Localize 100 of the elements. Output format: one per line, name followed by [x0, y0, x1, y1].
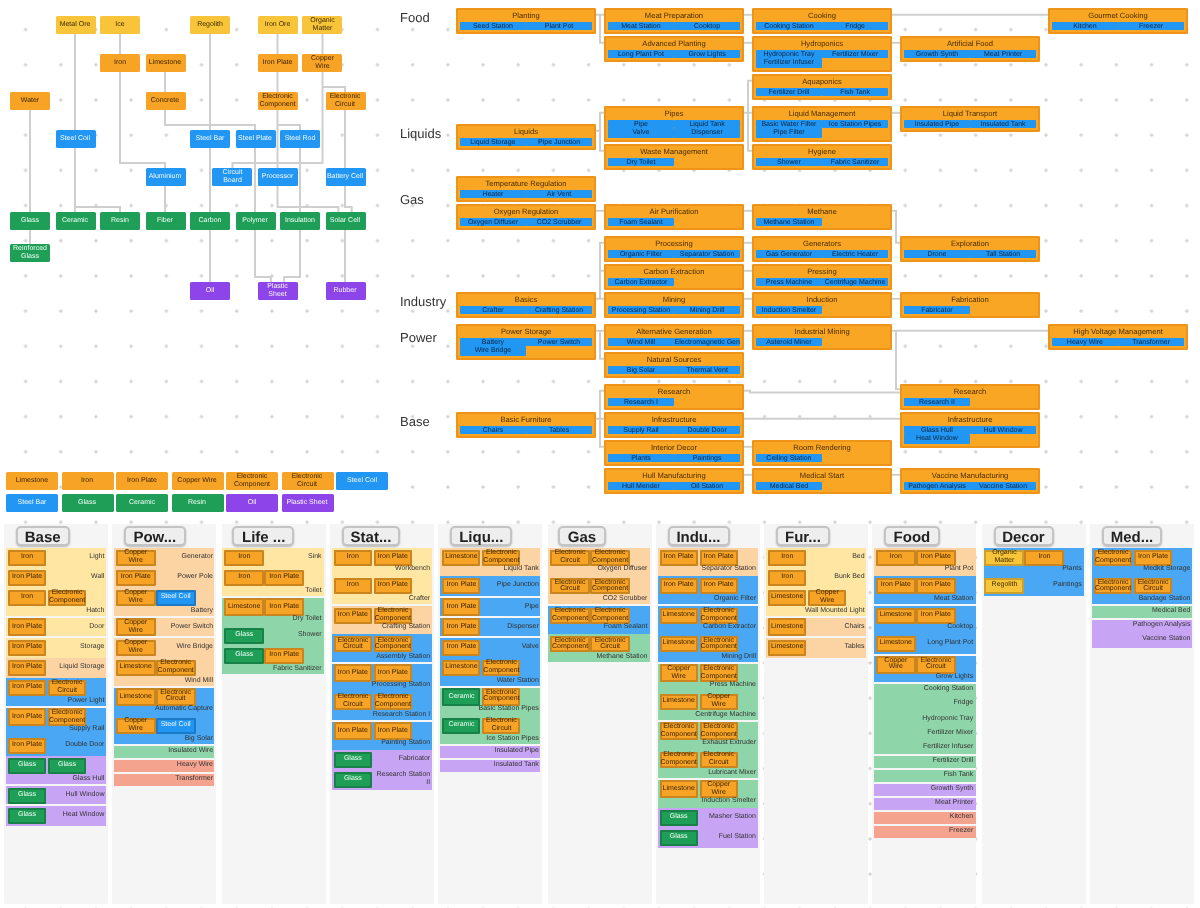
connector-line	[119, 33, 121, 55]
tech-card	[752, 468, 892, 494]
item-row	[765, 637, 867, 658]
item-row	[114, 716, 215, 744]
tech-card	[752, 36, 892, 72]
connector-line	[743, 417, 901, 420]
tech-card	[752, 292, 892, 318]
tech-card	[900, 36, 1040, 62]
tech-card	[900, 468, 1040, 494]
item-row	[874, 684, 975, 698]
item-row	[114, 588, 215, 617]
tech-card	[604, 384, 744, 410]
item-row	[440, 687, 541, 715]
item-row	[765, 588, 867, 617]
category-panel	[872, 524, 977, 904]
connector-line	[743, 241, 753, 244]
item-row	[331, 692, 432, 721]
category-panel	[981, 524, 1086, 904]
connector-line	[209, 229, 211, 283]
item-row	[222, 548, 324, 568]
connector-line	[743, 297, 753, 300]
tech-card	[752, 264, 892, 290]
connector-line	[276, 33, 279, 55]
connector-line	[29, 109, 31, 213]
tech-card	[456, 412, 596, 438]
item-row	[331, 721, 432, 750]
item-row	[874, 740, 975, 754]
connector-line	[743, 269, 753, 272]
tech-card	[604, 36, 744, 62]
tech-card	[752, 74, 892, 100]
connector-line	[743, 79, 753, 152]
connector-line	[344, 185, 353, 213]
item-row	[1091, 634, 1193, 648]
item-row	[657, 605, 758, 634]
tech-card	[604, 144, 744, 170]
tech-card	[456, 176, 596, 202]
category-panel	[764, 524, 869, 904]
item-row	[657, 779, 758, 808]
item-row	[5, 785, 107, 805]
connector-line	[164, 71, 166, 93]
connector-line	[164, 185, 166, 213]
connector-line	[74, 33, 76, 131]
item-row	[874, 655, 975, 683]
item-row	[5, 617, 107, 637]
tech-card	[752, 144, 892, 170]
tech-card	[604, 106, 744, 142]
item-row	[5, 568, 107, 588]
connector-line	[595, 13, 605, 44]
item-row	[222, 626, 324, 646]
category-panel	[4, 524, 108, 904]
item-row	[331, 750, 432, 770]
tech-card	[900, 106, 1040, 132]
tech-card	[604, 468, 744, 494]
item-row	[657, 721, 758, 750]
tech-card	[604, 440, 744, 466]
item-row	[765, 548, 867, 568]
tech-card	[456, 124, 596, 150]
connector-line	[891, 13, 1049, 16]
item-row	[874, 769, 975, 783]
connector-line	[276, 71, 279, 93]
connector-line	[891, 297, 901, 300]
item-row	[440, 617, 541, 637]
item-row	[331, 548, 432, 576]
item-row	[5, 678, 107, 707]
item-row	[874, 825, 975, 839]
item-row	[222, 568, 324, 597]
connector-line	[891, 209, 901, 244]
item-row	[5, 588, 107, 617]
tech-card	[604, 292, 744, 318]
connector-line	[743, 41, 753, 44]
item-row	[331, 634, 432, 663]
tech-card	[456, 8, 596, 34]
connector-line	[743, 473, 753, 476]
connector-line	[29, 229, 31, 245]
item-row	[548, 548, 650, 576]
item-row	[5, 658, 107, 678]
tech-card	[1048, 8, 1188, 34]
tech-card	[752, 106, 892, 142]
tech-card	[752, 8, 892, 34]
item-row	[548, 576, 650, 605]
connector-line	[595, 389, 605, 448]
connector-line	[74, 147, 121, 213]
tech-card	[752, 440, 892, 466]
tech-card	[1048, 324, 1188, 350]
item-row	[5, 637, 107, 658]
connector-line	[276, 185, 340, 213]
item-row	[874, 576, 975, 605]
item-row	[657, 808, 758, 828]
category-panel	[547, 524, 651, 904]
item-row	[440, 548, 541, 576]
connector-line	[743, 389, 901, 394]
item-row	[657, 692, 758, 721]
item-row	[1091, 605, 1193, 619]
item-row	[874, 797, 975, 811]
connector-line	[743, 329, 753, 332]
item-row	[1091, 620, 1193, 634]
tech-card	[604, 412, 744, 438]
item-row	[440, 716, 541, 744]
item-row	[983, 576, 1084, 597]
connector-line	[595, 241, 605, 300]
